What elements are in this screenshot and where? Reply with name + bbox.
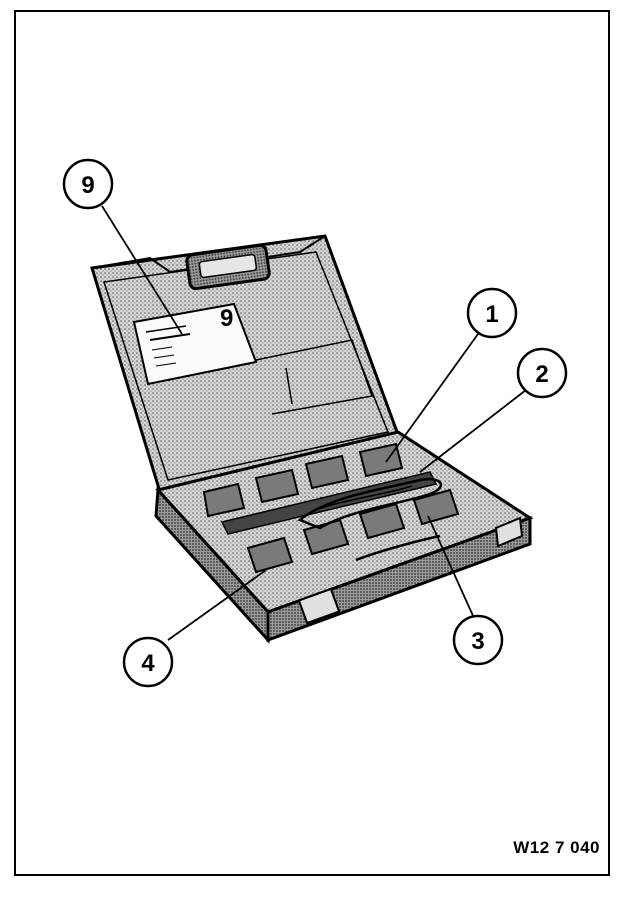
callout-1-label: 1 xyxy=(485,301,498,328)
leader-4 xyxy=(167,569,267,641)
callout-9: 9 xyxy=(62,158,114,210)
callout-4-label: 4 xyxy=(141,650,155,677)
leader-1 xyxy=(385,333,479,463)
callout-9-label: 9 xyxy=(81,172,94,199)
case-handle xyxy=(185,243,271,291)
figure-code: W12 7 040 xyxy=(513,838,600,857)
instruction-card: 9 xyxy=(132,302,258,386)
tool-compartments xyxy=(202,442,460,574)
card-label: 9 xyxy=(220,305,233,332)
leader-9 xyxy=(101,205,183,335)
callout-1: 1 xyxy=(466,287,518,339)
leader-lines xyxy=(101,205,527,641)
callout-2-label: 2 xyxy=(535,361,548,388)
callout-4: 4 xyxy=(122,636,174,688)
lid-pocket xyxy=(255,339,374,415)
case-base xyxy=(154,430,534,644)
leader-3 xyxy=(427,515,475,619)
callout-3: 3 xyxy=(452,614,504,666)
callout-2: 2 xyxy=(516,347,568,399)
leader-2 xyxy=(419,389,527,473)
callout-3-label: 3 xyxy=(471,628,484,655)
